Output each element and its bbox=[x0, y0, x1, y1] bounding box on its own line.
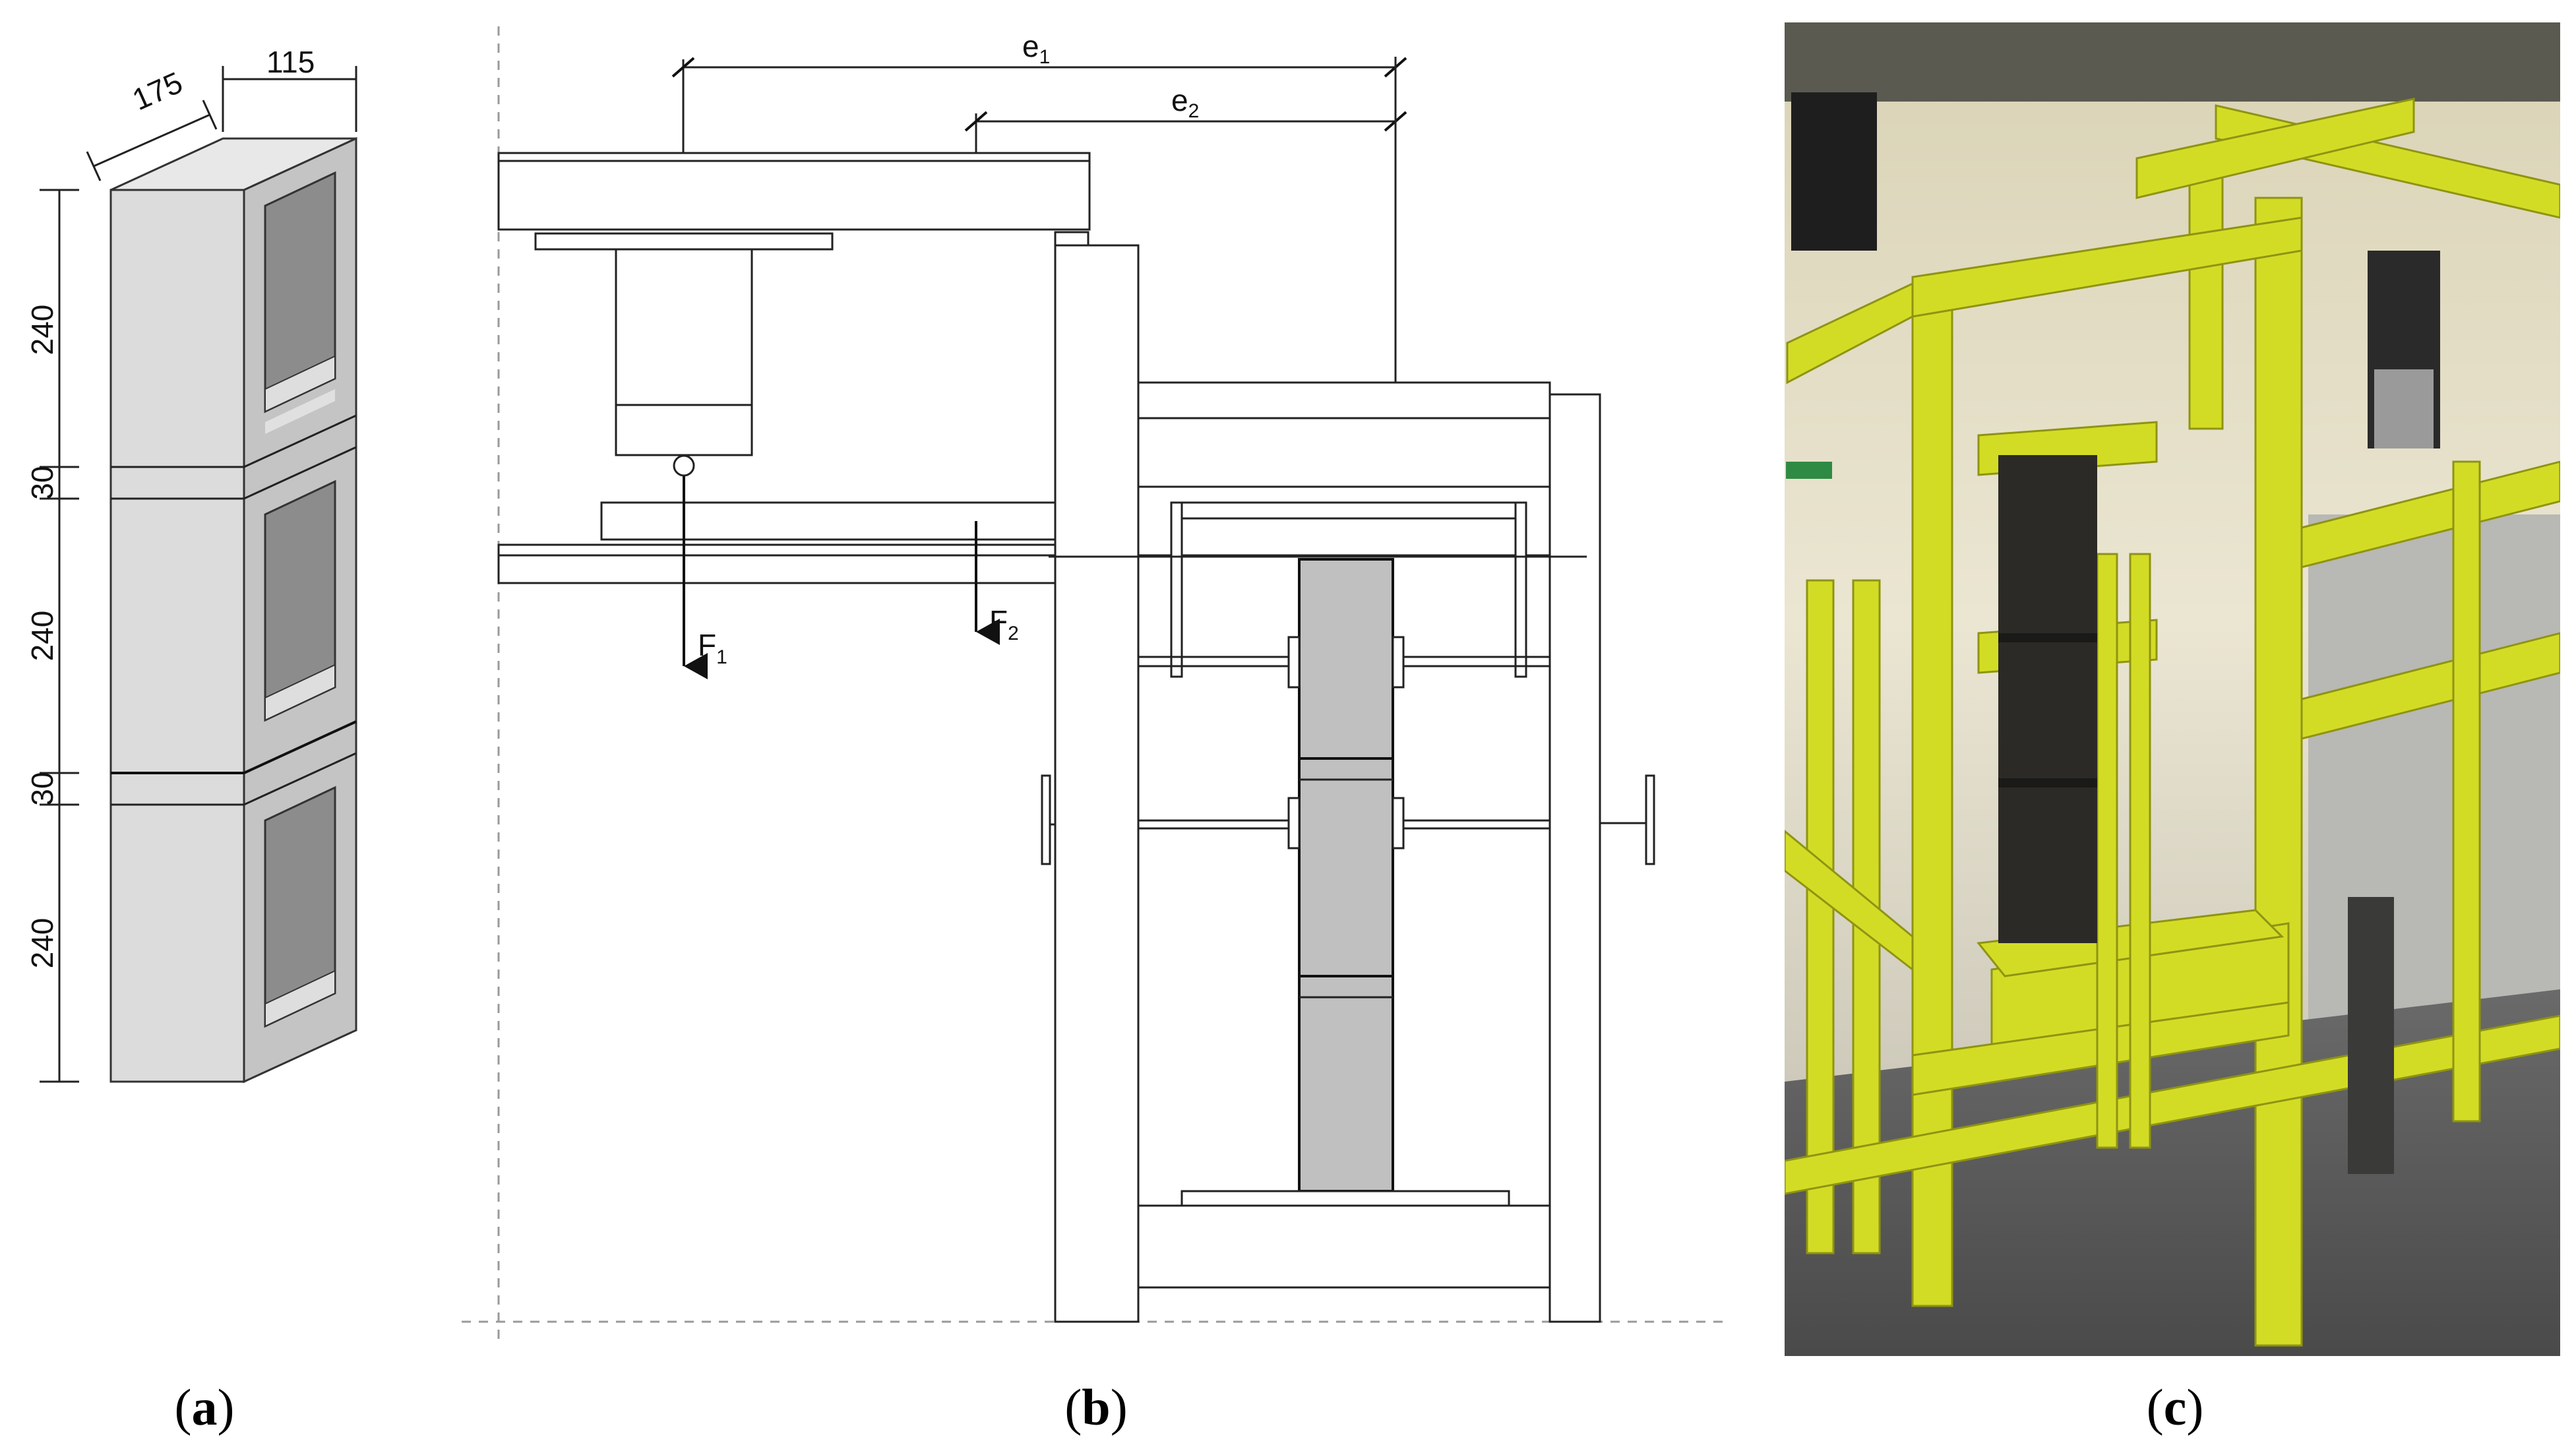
caption-b: (b) bbox=[1064, 1378, 1127, 1436]
lever-beam bbox=[497, 160, 1091, 231]
panel-a-block-column bbox=[109, 137, 357, 1084]
crosshead-top bbox=[1137, 381, 1551, 419]
lower-beam bbox=[497, 554, 1057, 584]
photo-jack bbox=[2348, 897, 2394, 1174]
panel-c-photo bbox=[1785, 22, 2560, 1356]
label-f1: F1 bbox=[698, 628, 727, 668]
crosshead bbox=[1137, 417, 1551, 488]
dim-block2-label: 240 bbox=[25, 611, 59, 662]
joint-line bbox=[243, 752, 357, 806]
load-point-hinge bbox=[673, 454, 695, 477]
caption-c: (c) bbox=[2147, 1378, 2204, 1436]
dim-width-label: 115 bbox=[266, 45, 315, 79]
rig-right-column bbox=[1549, 393, 1601, 1323]
lower-beam-top bbox=[497, 543, 1057, 557]
rig-left-column bbox=[1054, 244, 1140, 1323]
dim-block3-label: 240 bbox=[25, 918, 59, 969]
photo-dark-window bbox=[1791, 92, 1877, 251]
specimen-prism bbox=[1298, 558, 1394, 1192]
column-front-face bbox=[109, 189, 245, 1083]
dim-joint1-label: 30 bbox=[25, 466, 59, 499]
lever-beam-top bbox=[497, 152, 1091, 162]
label-e2: e2 bbox=[1171, 83, 1199, 122]
joint-line bbox=[243, 720, 357, 774]
dim-depth-label: 175 bbox=[127, 65, 187, 117]
photo-specimen bbox=[1998, 455, 2097, 943]
beam-plate bbox=[534, 232, 834, 251]
lower-lever bbox=[600, 501, 1064, 541]
upper-clamp-plate bbox=[1173, 501, 1525, 520]
panel-b-test-rig: e1 e2 F1 F2 bbox=[462, 26, 1728, 1339]
actuator-body bbox=[615, 248, 753, 406]
restraint-handwheel-left bbox=[1041, 774, 1051, 865]
joint-line bbox=[243, 446, 357, 500]
dim-block1-label: 240 bbox=[25, 305, 59, 355]
dim-joint2-label: 30 bbox=[25, 772, 59, 805]
base-beam bbox=[1137, 1204, 1551, 1289]
label-e1: e1 bbox=[1022, 29, 1050, 68]
base-plate bbox=[1181, 1190, 1510, 1207]
restraint-handwheel-right bbox=[1645, 774, 1655, 865]
caption-a: (a) bbox=[175, 1378, 235, 1436]
joint-line bbox=[243, 414, 357, 468]
actuator-head bbox=[615, 404, 753, 456]
label-f2: F2 bbox=[989, 604, 1019, 644]
